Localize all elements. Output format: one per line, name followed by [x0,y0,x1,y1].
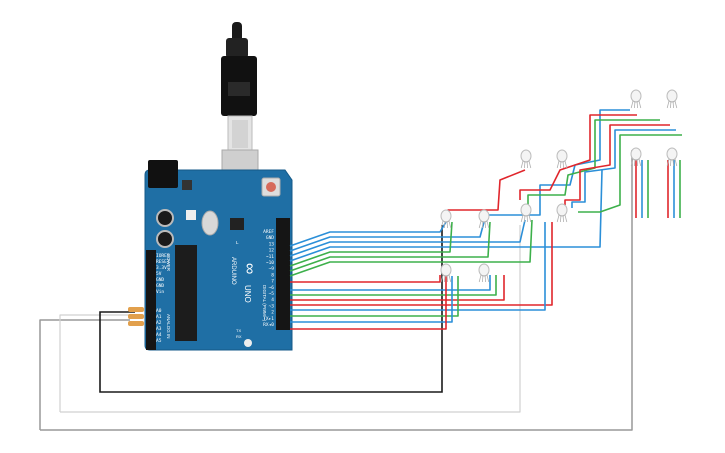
pin-label: ~9 [269,266,275,272]
rgb-led-icon[interactable] [666,147,678,167]
rgb-led-icon[interactable] [440,263,452,283]
signal-wires[interactable] [289,109,682,330]
pin-label: AREF [263,229,274,235]
pin-label: RX◂0 [263,322,274,328]
pin-label: A1 [156,314,162,320]
reset-button-icon[interactable] [261,177,281,197]
usb-cable-icon[interactable] [221,22,259,191]
pin-label: 3.3V [156,265,167,271]
rgb-led-icon[interactable] [440,209,452,229]
pin-label: A4 [156,332,162,338]
pin-label: IOREF [156,253,170,259]
pin-label: A3 [156,326,162,332]
black-wire[interactable] [99,225,443,393]
rgb-led-icon[interactable] [630,147,642,167]
pin-label: A2 [156,320,162,326]
pin-label: TX▸1 [263,316,274,322]
rgb-led-icon[interactable] [556,149,568,169]
pin-label: 5V [156,271,162,277]
rgb-led-icon[interactable] [556,203,568,223]
resistor-icon[interactable] [128,307,144,326]
pin-label: 2 [271,310,274,316]
pin-label: 8 [271,272,274,278]
digital-label: DIGITAL (PWM ~) [262,285,267,322]
rgb-led-icon[interactable] [520,203,532,223]
rgb-led-icon[interactable] [666,89,678,109]
rx-label: RX [236,334,242,339]
tx-label: TX [236,328,241,333]
pin-label: GND [266,235,274,241]
pin-label: ~11 [266,254,274,260]
pin-label: GND [156,277,164,283]
pin-label: ~6 [269,285,275,291]
pin-label: A5 [156,338,162,344]
pin-label: 4 [271,297,274,303]
arduino-logo: ∞ [241,263,258,274]
pin-label: Vin [156,289,164,295]
pin-label: 7 [271,279,274,285]
pin-label: ~10 [266,260,274,266]
arduino-uno-label: UNO [243,285,252,303]
rgb-led-icon[interactable] [478,209,490,229]
rgb-led-icon[interactable] [630,89,642,109]
pin-label: GND [156,283,164,289]
arduino-uno-board[interactable] [144,160,293,351]
rgb-led-icon[interactable] [478,263,490,283]
rgb-led-array[interactable] [440,89,678,283]
pin-label: ~3 [269,303,275,309]
rgb-led-icon[interactable] [520,149,532,169]
pin-label: RESET [156,259,170,265]
pin-label: 13 [269,241,275,247]
arduino-model: ARDUINO [230,257,236,285]
pin-label: 12 [269,248,275,254]
pin-label: A0 [156,308,162,314]
power-label: POWER [166,254,171,272]
analog-label: ANALOG IN [166,314,171,339]
led-l-label: L [236,240,239,245]
pin-label: ~5 [269,291,275,297]
